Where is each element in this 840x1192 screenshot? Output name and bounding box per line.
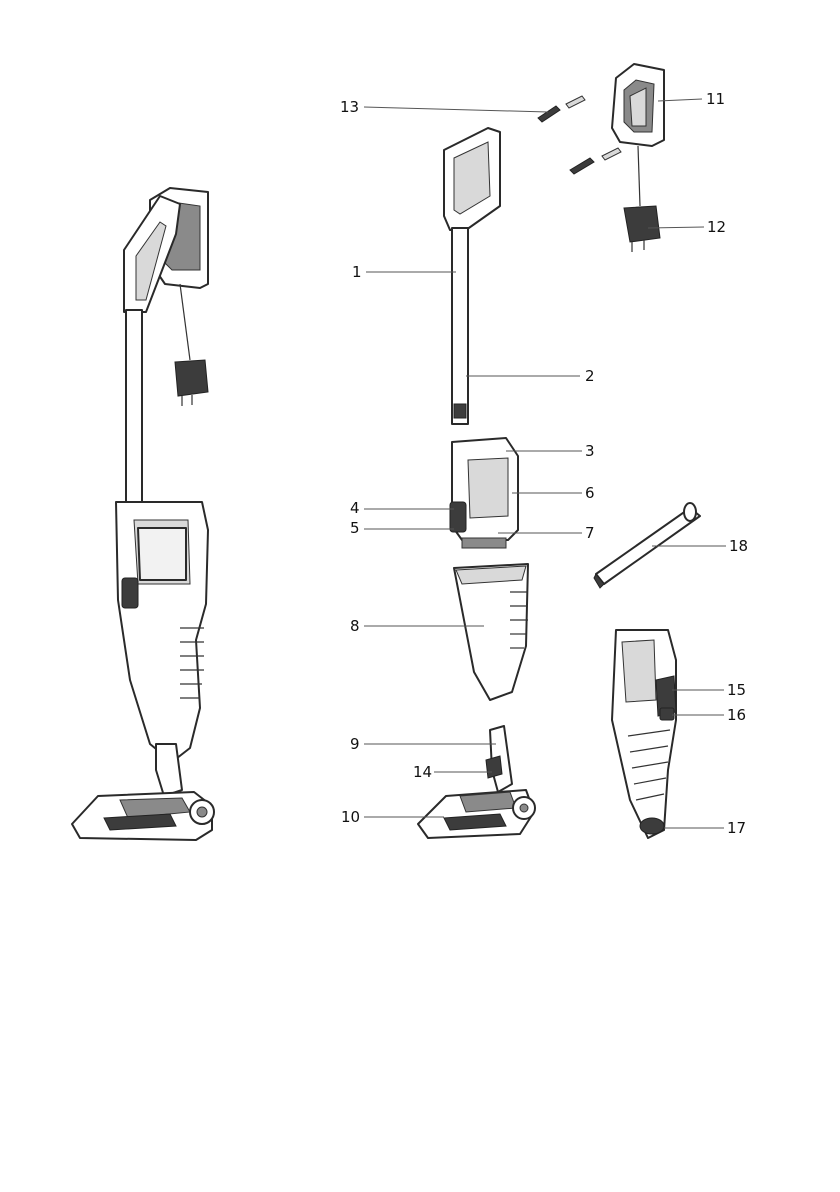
assembled-vacuum xyxy=(72,188,214,840)
motor-housing xyxy=(450,438,518,548)
callout-5: 5 xyxy=(350,519,360,537)
charger-adapter xyxy=(624,146,660,252)
callout-12: 12 xyxy=(707,218,726,236)
callout-8: 8 xyxy=(350,617,360,635)
callout-17: 17 xyxy=(727,819,746,837)
callout-1: 1 xyxy=(352,263,362,281)
callout-7: 7 xyxy=(585,524,595,542)
leader-13 xyxy=(364,107,548,112)
callout-11: 11 xyxy=(706,90,725,108)
callout-6: 6 xyxy=(585,484,595,502)
callout-9: 9 xyxy=(350,735,360,753)
callout-18: 18 xyxy=(729,537,748,555)
callout-10: 10 xyxy=(341,808,360,826)
wall-bracket xyxy=(612,64,664,146)
callout-15: 15 xyxy=(727,681,746,699)
handheld-unit xyxy=(612,630,676,838)
callout-numbers: 13 11 12 1 2 3 6 4 5 7 18 8 15 16 9 14 1… xyxy=(340,90,748,837)
callout-2: 2 xyxy=(585,367,595,385)
floor-head-neck xyxy=(486,726,512,792)
callout-14: 14 xyxy=(413,763,432,781)
dust-container xyxy=(454,564,528,700)
floor-head xyxy=(418,790,535,838)
callout-16: 16 xyxy=(727,706,746,724)
callout-3: 3 xyxy=(585,442,595,460)
callout-13: 13 xyxy=(340,98,359,116)
handle-tube xyxy=(444,128,500,424)
screws-and-anchors xyxy=(538,96,621,174)
callout-4: 4 xyxy=(350,499,360,517)
